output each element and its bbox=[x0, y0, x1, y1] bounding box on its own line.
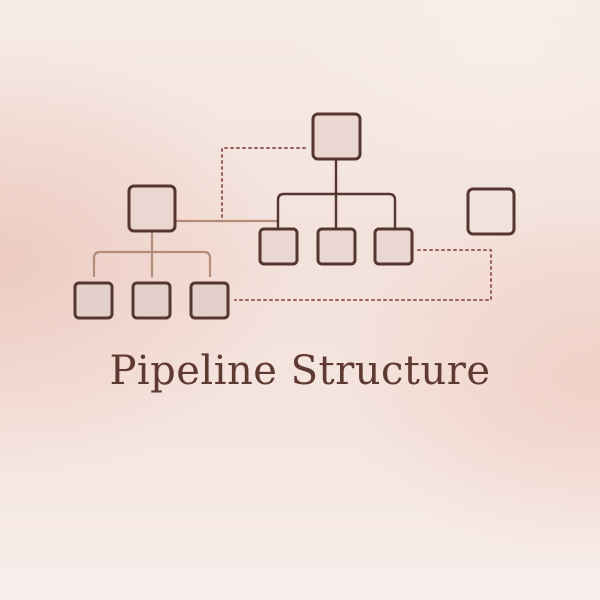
node-right-child-3 bbox=[373, 227, 414, 266]
node-isolated bbox=[466, 187, 516, 236]
dotted-connector-right-child-to-isolated bbox=[234, 249, 492, 301]
right-tree-connectors bbox=[276, 159, 397, 229]
node-left-child-1 bbox=[73, 281, 114, 320]
connector-right-children-bar bbox=[276, 192, 397, 229]
node-right-child-2 bbox=[316, 227, 357, 266]
diagram-title: Pipeline Structure bbox=[109, 348, 491, 394]
node-left-child-2 bbox=[131, 281, 172, 320]
left-tree-connectors bbox=[92, 219, 278, 277]
node-left-child-3 bbox=[189, 281, 230, 320]
node-right-child-1 bbox=[258, 227, 299, 266]
node-left-root bbox=[127, 184, 177, 233]
nodes bbox=[73, 112, 516, 320]
connector-left-children-bar bbox=[92, 250, 212, 277]
dotted-connector-top-to-left bbox=[221, 147, 306, 221]
dotted-connectors bbox=[221, 147, 492, 301]
node-top-root bbox=[311, 112, 362, 161]
